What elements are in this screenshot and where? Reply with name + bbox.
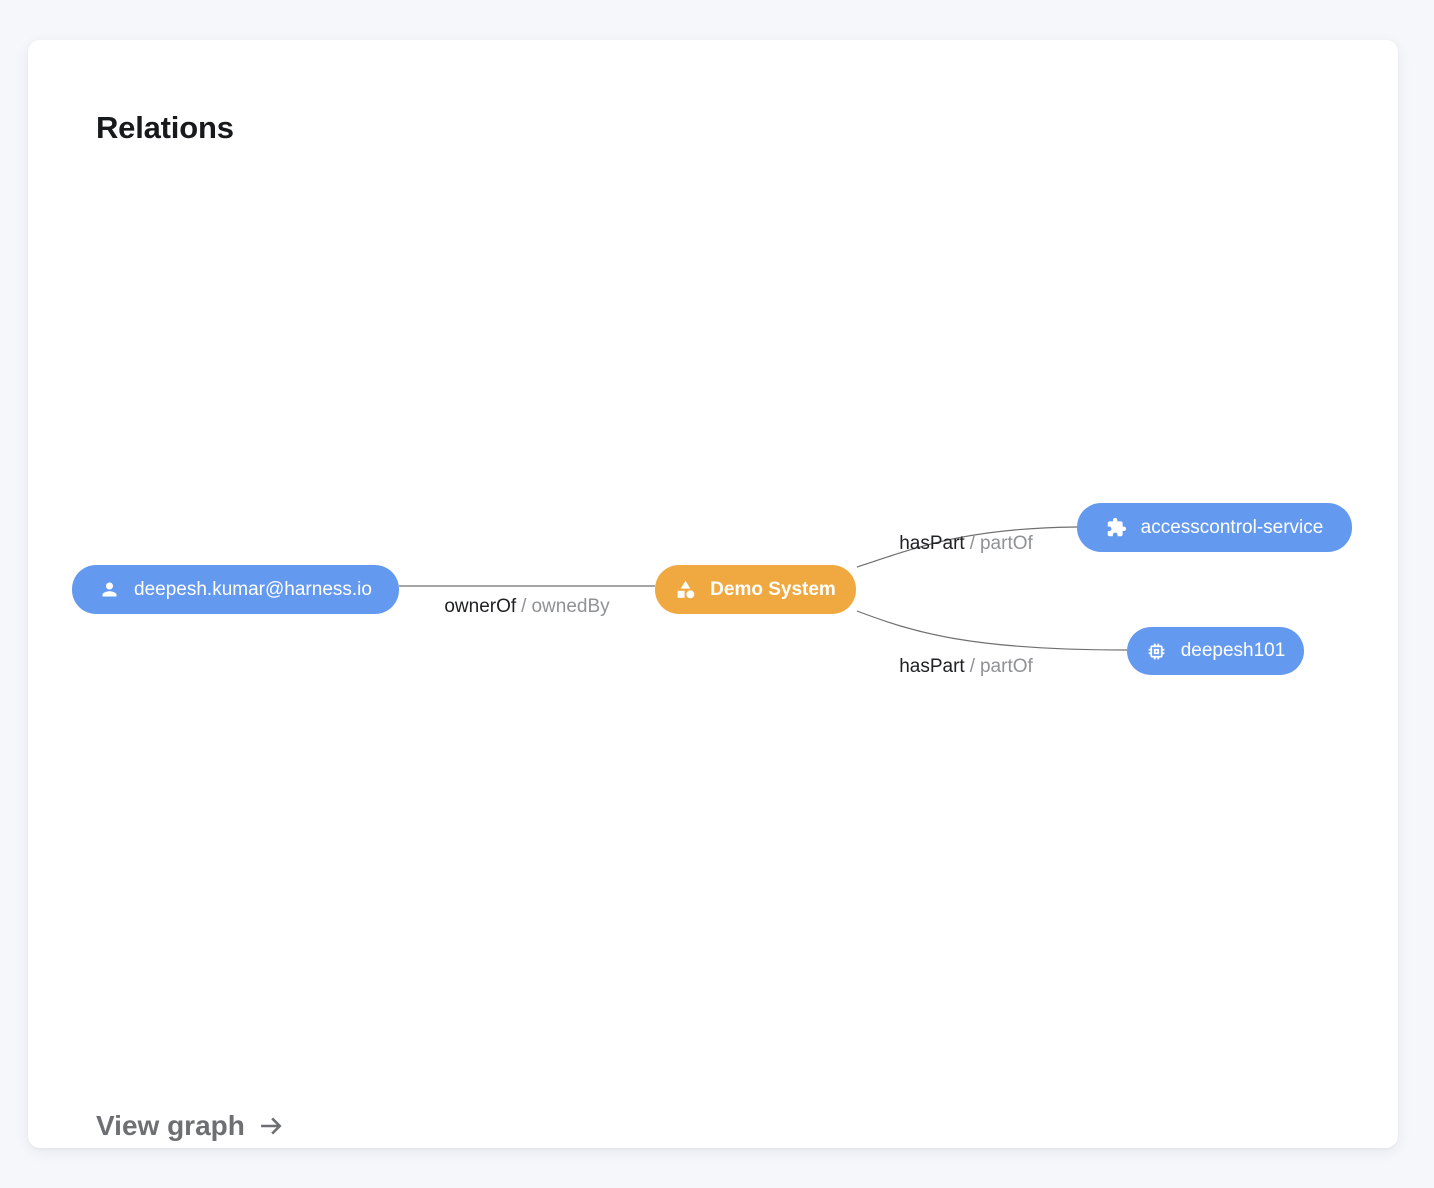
edge-label-reverse: partOf bbox=[979, 656, 1033, 677]
edge-label-haspart-bottom: hasPart/partOf bbox=[899, 656, 1033, 678]
edge-label-ownerof: ownerOf/ownedBy bbox=[444, 596, 609, 618]
edge-haspart-bottom bbox=[856, 610, 1128, 651]
edge-label-haspart-top: hasPart/partOf bbox=[899, 533, 1033, 555]
edge-label-separator: / bbox=[521, 596, 527, 617]
puzzle-icon bbox=[1106, 517, 1127, 538]
node-label: accesscontrol-service bbox=[1140, 516, 1324, 538]
node-label: deepesh101 bbox=[1180, 640, 1286, 661]
user-icon bbox=[99, 579, 120, 600]
view-graph-link[interactable]: View graph bbox=[96, 1110, 285, 1142]
chip-icon bbox=[1146, 641, 1167, 662]
edges-layer bbox=[399, 526, 1128, 651]
node-accesscontrol-service[interactable]: accesscontrol-service bbox=[1077, 503, 1352, 552]
edge-label-separator: / bbox=[969, 533, 975, 554]
edge-label-forward: hasPart bbox=[899, 533, 965, 554]
edge-haspart-top bbox=[856, 526, 1078, 568]
edge-label-separator: / bbox=[969, 656, 975, 677]
node-user[interactable]: deepesh.kumar@harness.io bbox=[72, 565, 399, 614]
edge-label-forward: ownerOf bbox=[444, 596, 517, 617]
node-label: deepesh.kumar@harness.io bbox=[134, 578, 372, 600]
view-graph-label: View graph bbox=[96, 1110, 245, 1141]
node-deepesh101[interactable]: deepesh101 bbox=[1127, 627, 1304, 675]
edge-label-reverse: ownedBy bbox=[531, 596, 610, 617]
relations-graph: ownerOf/ownedBy hasPart/partOf hasPart/p… bbox=[28, 40, 1398, 1148]
arrow-right-icon bbox=[260, 1117, 282, 1135]
card-title: Relations bbox=[96, 110, 234, 145]
edge-label-reverse: partOf bbox=[979, 533, 1033, 554]
node-label: Demo System bbox=[710, 578, 836, 600]
node-demo-system[interactable]: Demo System bbox=[655, 565, 856, 614]
category-icon bbox=[675, 579, 696, 600]
relations-card: Relations ownerOf/ownedBy hasPart/partOf… bbox=[28, 40, 1398, 1148]
edge-label-forward: hasPart bbox=[899, 656, 965, 677]
